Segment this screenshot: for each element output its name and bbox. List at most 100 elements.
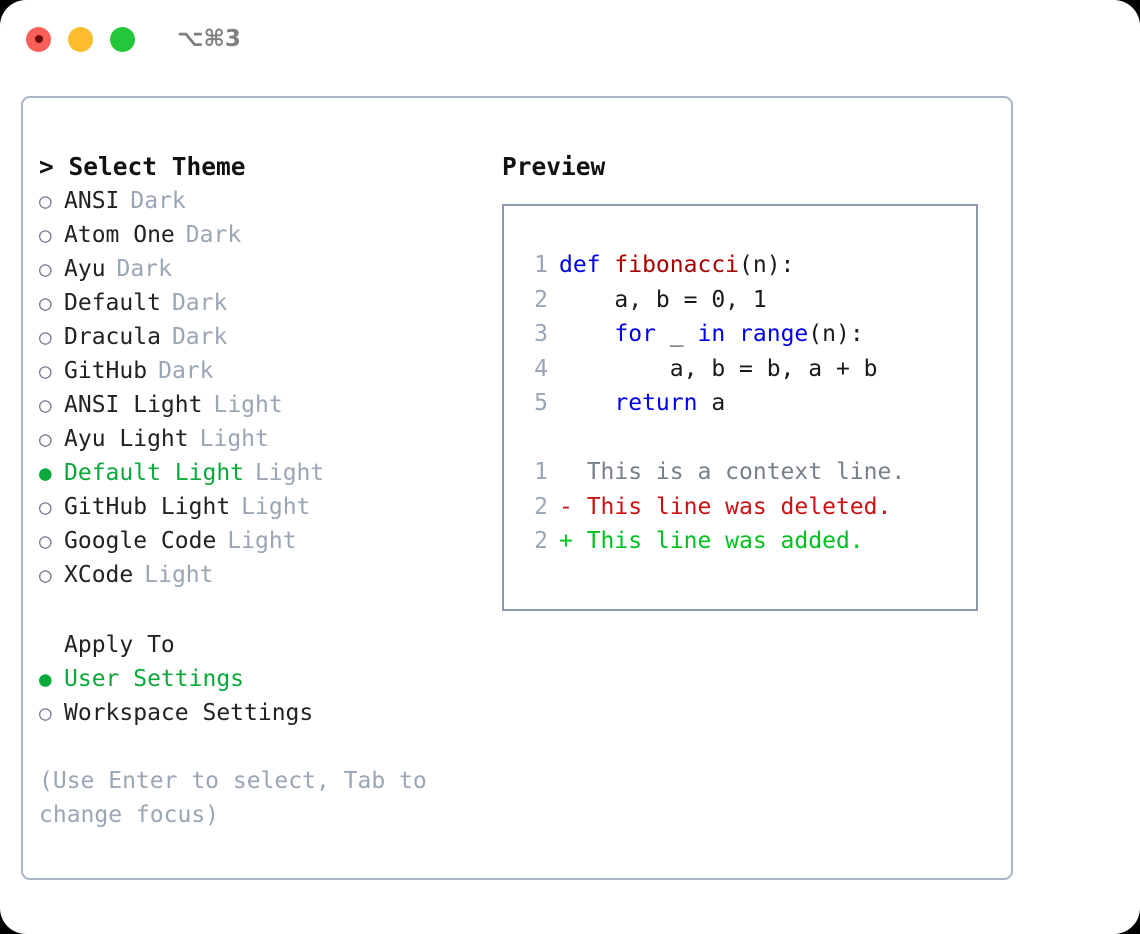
code-token-plain: _: [655, 321, 698, 347]
code-token-kw: in: [697, 321, 726, 347]
theme-option-label: ANSI Light: [64, 392, 203, 418]
theme-option-github[interactable]: ○ GitHub Dark: [39, 354, 494, 388]
traffic-light-group: [26, 26, 135, 52]
diff-sample-lines: 1 This is a context line.2- This line wa…: [515, 455, 970, 559]
radio-unselected-icon: ○: [39, 189, 52, 213]
theme-option-tag: Dark: [116, 256, 172, 282]
code-token-kw: return: [614, 390, 698, 416]
apply-to-option-list[interactable]: ● User Settings ○Workspace Settings: [39, 662, 494, 730]
code-token-kw: for: [614, 321, 656, 347]
apply-to-option-workspace-settings[interactable]: ○Workspace Settings: [39, 696, 494, 730]
code-line-text: def fibonacci(n):: [559, 248, 794, 283]
code-line-number: 5: [534, 390, 548, 416]
theme-option-tag: Light: [213, 392, 283, 418]
code-token-plain: [559, 390, 614, 416]
theme-option-label: GitHub Light: [64, 494, 231, 520]
code-line-number: 1: [534, 252, 548, 278]
code-token-kw: range: [739, 321, 809, 347]
radio-unselected-icon: ○: [39, 325, 52, 349]
code-token-fn: fibonacci: [614, 252, 740, 278]
code-line: 5 return a: [515, 386, 970, 421]
code-line-text: a, b = b, a + b: [559, 352, 878, 387]
code-token-kw: def: [559, 252, 615, 278]
theme-option-tag: Dark: [171, 290, 228, 316]
code-line: 4 a, b = b, a + b: [515, 352, 970, 387]
preview-heading: Preview: [502, 152, 606, 181]
code-line: 1 def fibonacci(n):: [515, 248, 970, 283]
apply-to-option-user-settings[interactable]: ● User Settings: [39, 662, 494, 696]
theme-option-github-light[interactable]: ○ GitHub Light Light: [39, 490, 494, 524]
radio-unselected-icon: ○: [39, 257, 52, 281]
theme-option-ansi-light[interactable]: ○ ANSI Light Light: [39, 388, 494, 422]
radio-unselected-icon: ○: [39, 563, 52, 587]
select-theme-heading: > Select Theme: [39, 152, 246, 181]
code-line-number: 4: [534, 355, 548, 382]
radio-unselected-icon: ○: [39, 359, 52, 383]
code-token-plain: a: [697, 390, 726, 416]
radio-unselected-icon: ○: [39, 529, 52, 553]
code-line-text: a, b = 0, 1: [559, 283, 767, 318]
diff-line-number: 1: [534, 459, 548, 485]
theme-option-tag: Dark: [158, 358, 214, 384]
code-line: 2 a, b = 0, 1: [515, 283, 970, 318]
diff-line-number: 2: [534, 528, 548, 554]
code-token-plain: (n):: [739, 252, 795, 278]
diff-line-del: 2- This line was deleted.: [515, 490, 970, 525]
theme-option-label: Ayu Light: [64, 426, 189, 452]
diff-line-text: - This line was deleted.: [559, 493, 892, 520]
code-line: 3 for _ in range(n):: [515, 317, 970, 352]
minimize-button-icon[interactable]: [68, 26, 93, 52]
theme-option-ansi[interactable]: ○ ANSI Dark: [39, 184, 494, 218]
radio-unselected-icon: ○: [39, 393, 52, 417]
theme-option-label: ANSI: [64, 188, 120, 214]
code-token-plain: (n):: [808, 321, 864, 347]
keyboard-shortcut-label: ⌥⌘3: [177, 26, 241, 52]
theme-option-tag: Light: [199, 426, 269, 452]
theme-option-tag: Dark: [171, 324, 228, 350]
apply-to-section: Apply To ●User Settings○Workspace Settin…: [39, 628, 494, 730]
radio-unselected-icon: ○: [39, 291, 52, 315]
diff-line-text: This is a context line.: [559, 459, 906, 485]
theme-option-tag: Dark: [185, 222, 242, 248]
code-line-number: 3: [534, 321, 548, 347]
theme-option-tag: Light: [144, 562, 214, 588]
title-bar: ⌥⌘3: [0, 0, 1140, 78]
close-button-icon[interactable]: [26, 26, 51, 52]
code-line-text: return a: [559, 386, 725, 421]
theme-option-label: GitHub: [64, 358, 148, 384]
theme-option-tag: Light: [241, 494, 311, 520]
keyboard-hint-text: (Use Enter to select, Tab to change focu…: [39, 768, 427, 828]
diff-line-ctx: 1 This is a context line.: [515, 455, 970, 490]
code-line-number: 2: [534, 286, 548, 313]
code-token-plain: [559, 321, 614, 347]
code-diff-spacer: [515, 421, 970, 456]
apply-to-option-label: User Settings: [64, 666, 245, 692]
theme-option-ayu-light[interactable]: ○ Ayu Light Light: [39, 422, 494, 456]
theme-option-tag: Dark: [130, 188, 186, 214]
radio-unselected-icon: ○: [39, 427, 52, 451]
code-token-plain: a, b = 0, 1: [559, 286, 767, 313]
diff-line-add: 2+ This line was added.: [515, 524, 970, 559]
close-dot-inner: [34, 35, 43, 43]
maximize-button-icon[interactable]: [110, 26, 135, 52]
theme-option-label: Atom One: [64, 222, 175, 248]
radio-selected-icon: ●: [39, 667, 52, 691]
radio-selected-icon: ●: [39, 461, 52, 485]
radio-unselected-icon: ○: [39, 701, 52, 725]
theme-option-label: Google Code: [64, 528, 217, 554]
radio-unselected-icon: ○: [39, 495, 52, 519]
code-line-text: for _ in range(n):: [559, 317, 864, 352]
